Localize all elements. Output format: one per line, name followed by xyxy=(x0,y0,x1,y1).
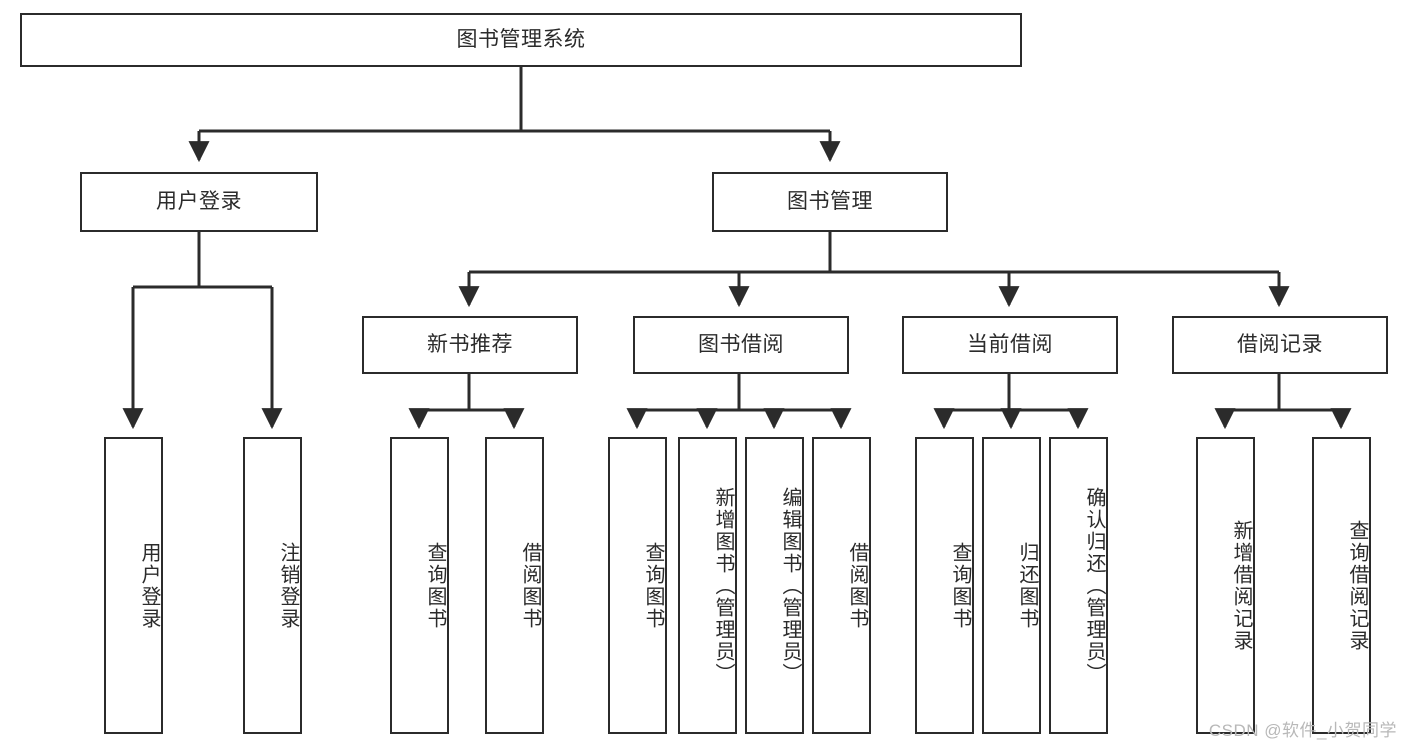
node-book-borrow[interactable]: 图书借阅 xyxy=(633,316,849,374)
node-label: 借阅记录 xyxy=(1237,332,1323,356)
node-user-login[interactable]: 用户登录 xyxy=(80,172,318,232)
node-label: 借阅图书 xyxy=(519,541,541,630)
node-label: 查询图书 xyxy=(949,541,971,630)
node-label: 图书借阅 xyxy=(698,332,784,356)
node-label: 新书推荐 xyxy=(427,332,513,356)
node-label: 查询图书 xyxy=(642,541,664,630)
node-label: 用户登录 xyxy=(138,541,160,630)
node-label: 借阅图书 xyxy=(846,541,868,630)
leaf-recommend-query-book[interactable]: 查询图书 xyxy=(390,437,449,734)
leaf-borrow-add-book-admin[interactable]: 新增图书（管理员） xyxy=(678,437,737,734)
leaf-borrow-edit-book-admin[interactable]: 编辑图书（管理员） xyxy=(745,437,804,734)
leaf-current-return-book[interactable]: 归还图书 xyxy=(982,437,1041,734)
leaf-borrow-query-book[interactable]: 查询图书 xyxy=(608,437,667,734)
leaf-current-query-book[interactable]: 查询图书 xyxy=(915,437,974,734)
node-new-book-recommend[interactable]: 新书推荐 xyxy=(362,316,578,374)
node-label: 查询图书 xyxy=(424,541,446,630)
leaf-recommend-borrow-book[interactable]: 借阅图书 xyxy=(485,437,544,734)
leaf-record-query-borrow-record[interactable]: 查询借阅记录 xyxy=(1312,437,1371,734)
node-label: 图书管理系统 xyxy=(456,27,586,51)
node-label: 确认归还（管理员） xyxy=(1083,486,1105,685)
node-label: 新增图书（管理员） xyxy=(712,486,734,685)
leaf-borrow-borrow-book[interactable]: 借阅图书 xyxy=(812,437,871,734)
leaf-current-confirm-return-admin[interactable]: 确认归还（管理员） xyxy=(1049,437,1108,734)
node-label: 用户登录 xyxy=(156,189,242,213)
leaf-user-login-signout[interactable]: 注销登录 xyxy=(243,437,302,734)
leaf-record-add-borrow-record[interactable]: 新增借阅记录 xyxy=(1196,437,1255,734)
node-borrow-record[interactable]: 借阅记录 xyxy=(1172,316,1388,374)
node-label: 新增借阅记录 xyxy=(1230,519,1252,652)
node-label: 当前借阅 xyxy=(967,332,1053,356)
node-label: 查询借阅记录 xyxy=(1346,519,1368,652)
node-label: 编辑图书（管理员） xyxy=(779,486,801,685)
node-label: 图书管理 xyxy=(787,189,873,213)
node-current-borrow[interactable]: 当前借阅 xyxy=(902,316,1118,374)
csdn-watermark: CSDN @软件_小贺同学 xyxy=(1208,721,1397,740)
node-label: 归还图书 xyxy=(1016,541,1038,630)
node-root-book-management-system[interactable]: 图书管理系统 xyxy=(20,13,1022,67)
leaf-user-login-signin[interactable]: 用户登录 xyxy=(104,437,163,734)
node-label: 注销登录 xyxy=(277,541,299,630)
node-book-management[interactable]: 图书管理 xyxy=(712,172,948,232)
